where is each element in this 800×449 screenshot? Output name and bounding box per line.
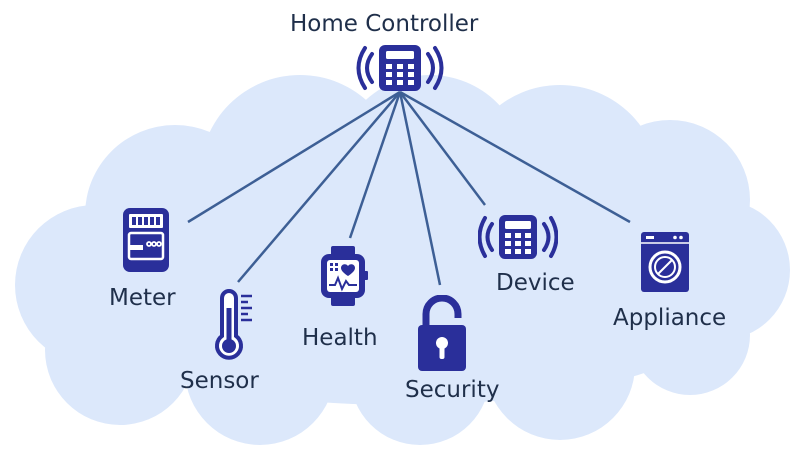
- link-appliance: [399, 90, 631, 224]
- hub-label: Home Controller: [290, 11, 479, 37]
- node-label-meter: Meter: [109, 285, 176, 311]
- link-sensor: [237, 91, 401, 283]
- node-label-device: Device: [496, 270, 575, 296]
- meter-icon: [123, 208, 169, 272]
- node-label-appliance: Appliance: [613, 305, 727, 331]
- padlock-icon: [418, 295, 466, 371]
- link-meter: [187, 90, 401, 224]
- link-health: [348, 91, 402, 239]
- node-label-security: Security: [405, 377, 500, 403]
- connection-lines: [187, 90, 631, 286]
- washing-machine-icon: [641, 232, 689, 292]
- node-label-health: Health: [302, 325, 378, 351]
- node-label-sensor: Sensor: [180, 368, 259, 394]
- link-device: [399, 91, 486, 206]
- link-security: [398, 91, 442, 286]
- wireless-device-icon: [478, 215, 558, 259]
- thermometer-icon: [215, 289, 252, 360]
- smartwatch-icon: [321, 246, 368, 306]
- home-controller-icon: [356, 45, 444, 91]
